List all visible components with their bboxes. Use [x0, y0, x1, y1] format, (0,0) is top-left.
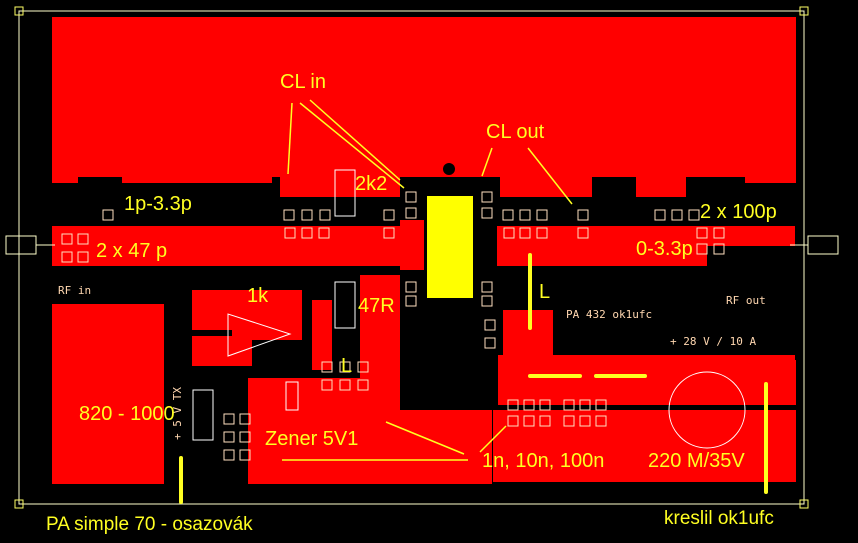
label-pa-version: PA 432 ok1ufc	[566, 308, 653, 321]
rf-connectors	[5, 235, 839, 255]
mounting-hole-bottom	[443, 321, 455, 333]
label-rf-in: RF in	[58, 284, 92, 297]
component-outlines	[192, 169, 746, 449]
yellow-markers	[179, 253, 768, 504]
label-inductor-l1: L	[539, 281, 551, 303]
board-outline	[18, 10, 805, 505]
label-cap-0-3p3: 0-3.3p	[636, 238, 693, 260]
label-electrolytic: 220 M/35V	[648, 450, 745, 472]
label-cap-1p-3p3: 1p-3.3p	[124, 193, 192, 215]
label-rf-out: RF out	[726, 294, 766, 307]
leader-lines	[282, 99, 573, 461]
label-supply: + 28 V / 10 A	[670, 335, 757, 348]
label-cap-2x100p: 2 x 100p	[700, 201, 777, 223]
label-r-47r: 47R	[358, 295, 395, 317]
copper-layer	[52, 17, 796, 484]
label-r-820-1000: 820 - 1000	[79, 403, 175, 425]
label-r-2k2: 2k2	[355, 173, 388, 195]
label-cap-2x47p: 2 x 47 p	[96, 240, 168, 262]
label-caps-decoupling: 1n, 10n, 100n	[482, 450, 605, 472]
label-cl-out: CL out	[486, 121, 545, 143]
label-author: kreslil ok1ufc	[664, 508, 774, 529]
label-cl-in: CL in	[280, 71, 326, 93]
transistor-body	[427, 196, 473, 298]
smd-pads	[61, 191, 725, 461]
label-zener: Zener 5V1	[265, 428, 359, 450]
label-r-1k: 1k	[247, 285, 269, 307]
mounting-hole-top	[443, 163, 455, 175]
label-inductor-l2: L	[341, 355, 353, 377]
label-title: PA simple 70 - osazovák	[46, 514, 253, 535]
